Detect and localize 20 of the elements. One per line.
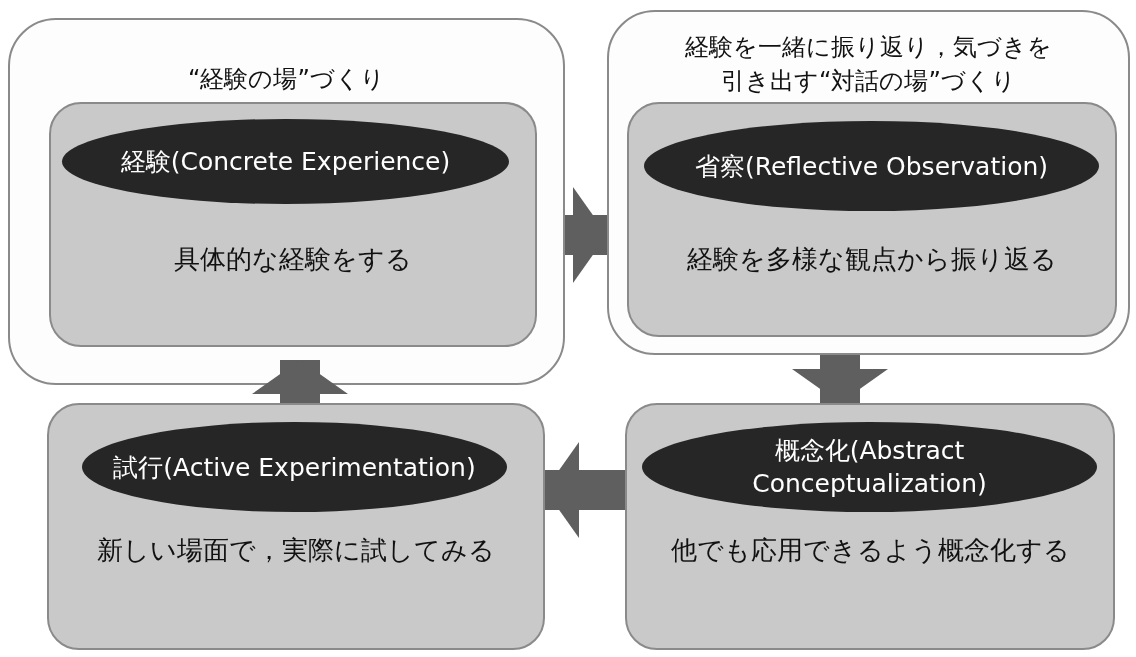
block-arrow bbox=[565, 187, 607, 283]
stage-box bbox=[625, 403, 1115, 650]
stage-description: 経験を多様な観点から振り返る bbox=[686, 243, 1058, 276]
stage-ellipse: 経験(Concrete Experience) bbox=[62, 119, 509, 204]
stage-ellipse: 省察(Reflective Observation) bbox=[644, 121, 1099, 211]
frame-heading: 経験を一緒に振り返り，気づきを引き出す“対話の場”づくり bbox=[684, 32, 1053, 97]
frame-heading: “経験の場”づくり bbox=[187, 64, 386, 95]
block-arrow bbox=[545, 442, 625, 538]
stage-description: 他でも応用できるよう概念化する bbox=[669, 534, 1071, 567]
stage-box bbox=[49, 102, 537, 347]
stage-box bbox=[627, 102, 1117, 337]
frame-box bbox=[607, 10, 1130, 355]
frame-box bbox=[8, 18, 565, 385]
stage-description: 具体的な経験をする bbox=[173, 243, 413, 276]
block-arrow bbox=[792, 355, 888, 403]
stage-ellipse: 試行(Active Experimentation) bbox=[82, 422, 507, 512]
stage-box bbox=[47, 403, 545, 650]
stage-ellipse: 概念化(Abstract Conceptualization) bbox=[642, 422, 1097, 512]
block-arrow bbox=[252, 360, 348, 403]
stage-description: 新しい場面で，実際に試してみる bbox=[96, 534, 496, 567]
